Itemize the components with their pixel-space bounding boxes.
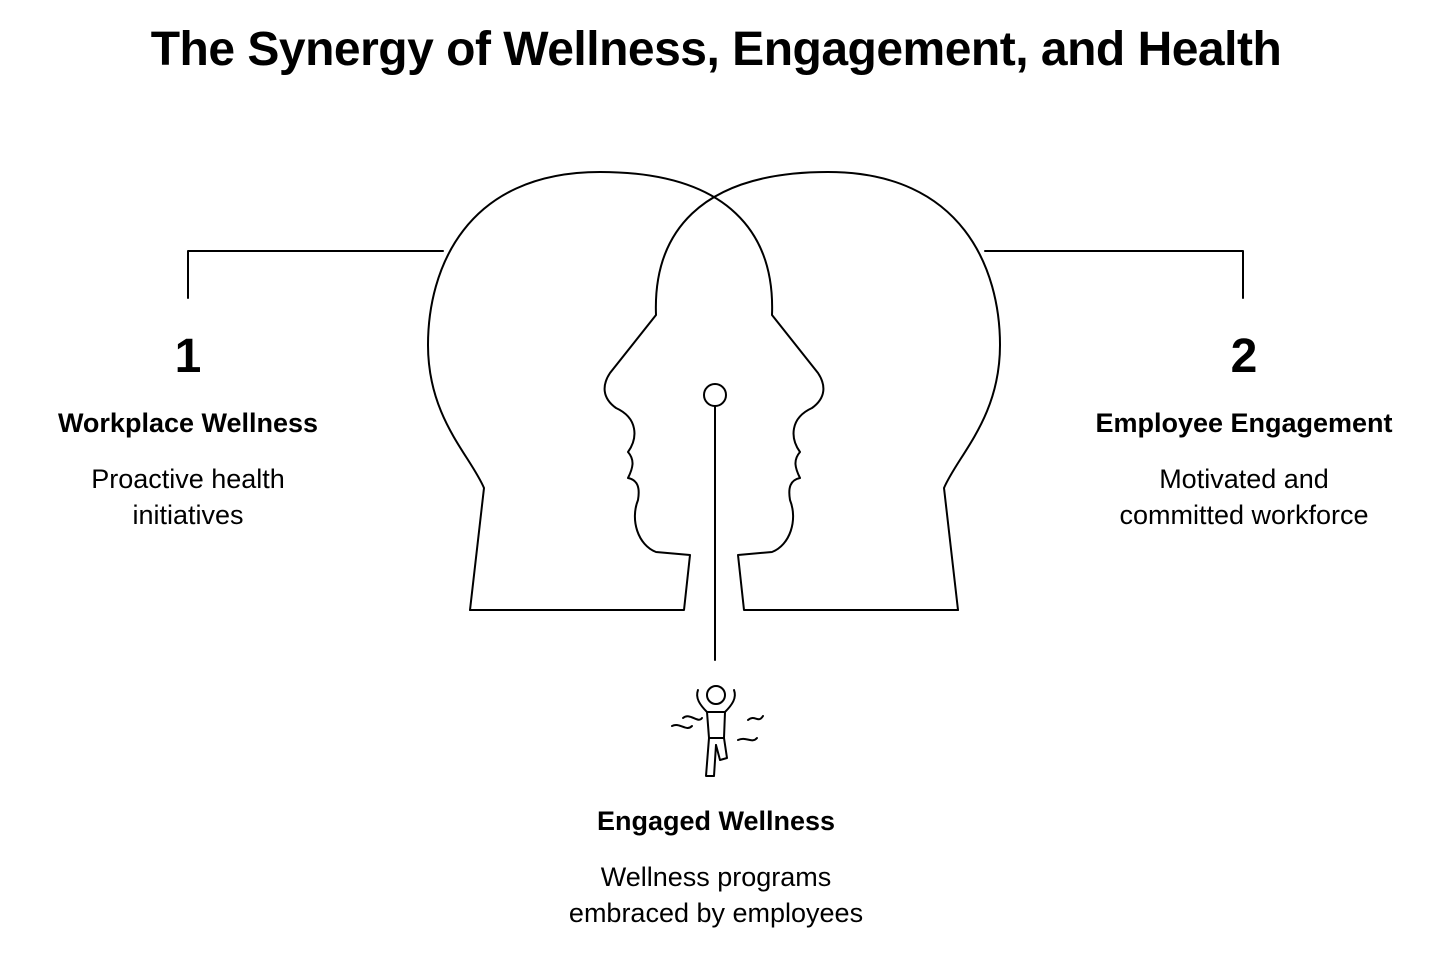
center-marker-icon xyxy=(703,383,727,407)
item-description: Motivated and committed workforce xyxy=(1119,464,1369,531)
center-heading: Engaged Wellness xyxy=(596,806,836,836)
center-description: Wellness programs embraced by employees xyxy=(568,862,864,929)
item-engaged-wellness: Engaged Wellness Wellness programs embra… xyxy=(536,805,896,931)
item-employee-engagement: 2 Employee Engagement Motivated and comm… xyxy=(1070,333,1418,533)
item-description: Proactive health initiatives xyxy=(91,464,285,531)
item-number: 2 xyxy=(1230,330,1258,383)
left-head-outline xyxy=(427,171,959,611)
connector-line-2 xyxy=(984,250,1244,299)
item-workplace-wellness: 1 Workplace Wellness Proactive health in… xyxy=(28,333,348,533)
item-heading: Employee Engagement xyxy=(1095,408,1393,438)
right-head-outline xyxy=(469,171,1001,611)
item-heading: Workplace Wellness xyxy=(57,408,319,438)
item-number: 1 xyxy=(174,330,202,383)
diagram-title: The Synergy of Wellness, Engagement, and… xyxy=(150,23,1282,76)
connector-line-1 xyxy=(187,250,444,299)
runner-icon xyxy=(671,685,764,777)
